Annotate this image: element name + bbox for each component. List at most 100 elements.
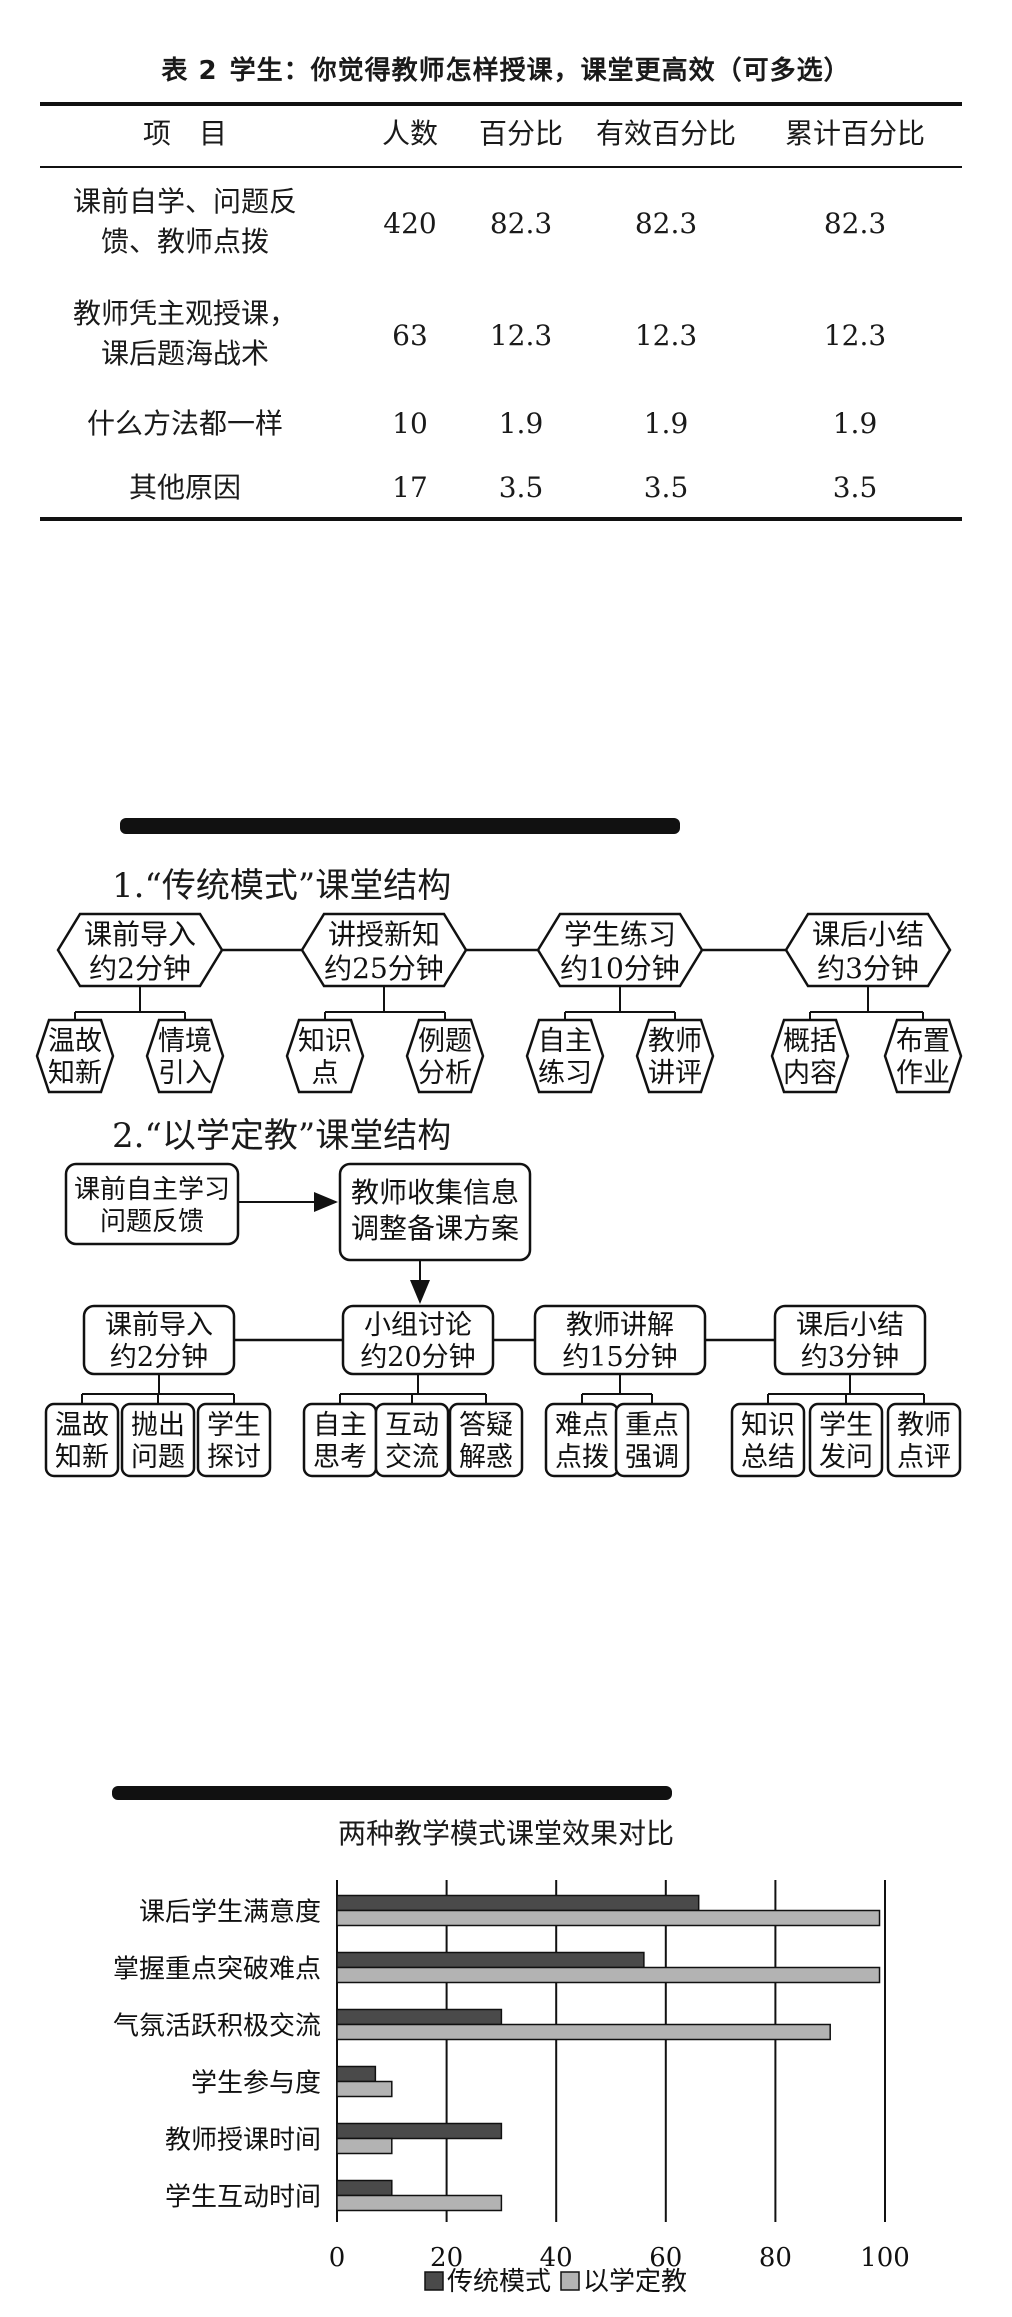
stage-name: 课前导入 <box>105 1310 213 1341</box>
sub-node-label: 点评 <box>897 1442 951 1473</box>
table-row-percent: 1.9 <box>498 407 544 440</box>
bar-learning-based <box>336 2023 831 2041</box>
header-item: 项 目 <box>142 117 227 150</box>
pre-box-self-study-line2: 问题反馈 <box>100 1207 204 1237</box>
y-category-label: 掌握重点突破难点 <box>113 1955 321 1985</box>
y-category-label: 教师授课时间 <box>165 2126 321 2156</box>
table-row-cumulative-percent: 12.3 <box>823 319 887 352</box>
table-row-valid-percent: 1.9 <box>643 407 689 440</box>
legend-swatch <box>424 2271 444 2291</box>
table-bottom-rule <box>40 517 962 521</box>
stage-node <box>300 912 468 988</box>
diagram2-svg: 课前自主学习 问题反馈 教师收集信息 调整备课方案 课前导入约2分钟温故知新抛出… <box>44 1162 962 1478</box>
table-row-item: 教师凭主观授课，课后题海战术 <box>72 297 297 370</box>
stage-name: 课后小结 <box>812 918 924 951</box>
bar-traditional <box>336 2065 377 2083</box>
sub-node <box>285 1018 365 1094</box>
stage-duration: 约2分钟 <box>89 952 191 985</box>
sub-node <box>730 1402 806 1478</box>
table-row-percent: 82.3 <box>489 207 553 240</box>
x-tick-label: 60 <box>649 2243 682 2273</box>
bar-traditional <box>336 2008 503 2026</box>
sub-node-label: 点拨 <box>555 1442 609 1473</box>
sub-node <box>35 1018 115 1094</box>
sub-node <box>44 1402 120 1478</box>
sub-node <box>374 1402 450 1478</box>
stage-duration: 约2分钟 <box>110 1342 208 1373</box>
sub-node-label: 学生 <box>819 1410 873 1441</box>
sub-node <box>770 1018 850 1094</box>
bar-learning-based <box>336 2080 393 2098</box>
sub-node-label: 教师 <box>648 1026 702 1057</box>
table-row-percent: 12.3 <box>489 319 553 352</box>
bar-learning-based <box>336 2137 393 2155</box>
stage-name: 课前导入 <box>84 918 196 951</box>
pre-box-self-study <box>64 1162 240 1246</box>
table-caption-text: 学生：你觉得教师怎样授课，课堂更高效（可多选） <box>229 56 851 86</box>
stage-name: 教师讲解 <box>566 1310 674 1341</box>
sub-node-label: 知新 <box>48 1058 102 1089</box>
cropped-heading-fragment <box>120 818 680 834</box>
sub-node <box>145 1018 225 1094</box>
table-row-valid-percent: 82.3 <box>634 207 698 240</box>
bar-learning-based <box>336 1909 881 1927</box>
sub-node <box>405 1018 485 1094</box>
sub-node-label: 答疑 <box>459 1410 513 1441</box>
sub-node-label: 抛出 <box>131 1410 185 1441</box>
table-row-valid-percent: 3.5 <box>643 471 689 504</box>
sub-node <box>120 1402 196 1478</box>
table-row-item: 其他原因 <box>128 471 241 504</box>
table-row-cumulative-percent: 3.5 <box>832 471 878 504</box>
x-tick-label: 100 <box>860 2243 910 2273</box>
stage-duration: 约15分钟 <box>562 1342 677 1373</box>
table-row-valid-percent: 12.3 <box>634 319 698 352</box>
sub-node <box>614 1402 690 1478</box>
sub-node-label: 引入 <box>158 1058 212 1089</box>
sub-node-label: 交流 <box>385 1442 439 1473</box>
sub-node-label: 情境 <box>158 1026 212 1057</box>
table-header-rule <box>40 166 962 168</box>
sub-node-label: 温故 <box>48 1026 102 1057</box>
sub-node-label: 分析 <box>418 1058 472 1089</box>
table-caption-label: 表 2 <box>161 56 218 86</box>
bar-traditional <box>336 1894 700 1912</box>
sub-node <box>525 1018 605 1094</box>
header-percent: 百分比 <box>478 117 563 150</box>
x-tick-label: 0 <box>329 2243 346 2273</box>
legend-label: 以学定教 <box>583 2267 687 2297</box>
legend-label: 传统模式 <box>447 2267 551 2297</box>
sub-node-label: 自主 <box>313 1410 367 1441</box>
bar-learning-based <box>336 1966 881 1984</box>
pre-box-self-study-line1: 课前自主学习 <box>74 1175 230 1205</box>
table-row-cumulative-percent: 1.9 <box>832 407 878 440</box>
sub-node-label: 思考 <box>313 1442 367 1473</box>
y-category-label: 气氛活跃积极交流 <box>113 2012 321 2042</box>
legend-swatch <box>560 2271 580 2291</box>
y-category-label: 课后学生满意度 <box>139 1898 321 1928</box>
sub-node-label: 学生 <box>207 1410 261 1441</box>
bar-traditional <box>336 2122 503 2140</box>
stage-name: 学生练习 <box>564 918 676 951</box>
x-tick-label: 20 <box>430 2243 463 2273</box>
sub-node <box>448 1402 524 1478</box>
sub-node-label: 问题 <box>131 1442 185 1473</box>
y-category-label: 学生互动时间 <box>165 2183 321 2213</box>
table-row-cumulative-percent: 82.3 <box>823 207 887 240</box>
sub-node <box>883 1018 963 1094</box>
sub-node-label: 例题 <box>418 1026 472 1057</box>
sub-node-label: 内容 <box>783 1058 837 1089</box>
stage-name: 小组讨论 <box>364 1310 472 1341</box>
sub-node-label: 发问 <box>819 1442 873 1473</box>
diagram1-title: 1.“传统模式”课堂结构 <box>112 866 452 906</box>
stage-duration: 约25分钟 <box>324 952 444 985</box>
table-caption: 表 2 学生：你觉得教师怎样授课，课堂更高效（可多选） <box>0 50 1012 87</box>
stage-duration: 约3分钟 <box>801 1342 899 1373</box>
stage-name: 课后小结 <box>796 1310 904 1341</box>
cropped-heading-fragment <box>112 1786 672 1800</box>
sub-node-label: 知新 <box>55 1442 109 1473</box>
sub-node-label: 布置 <box>896 1026 950 1057</box>
table-row-count: 63 <box>392 319 428 352</box>
stage-duration: 约10分钟 <box>560 952 680 985</box>
sub-node-label: 点 <box>312 1058 339 1089</box>
